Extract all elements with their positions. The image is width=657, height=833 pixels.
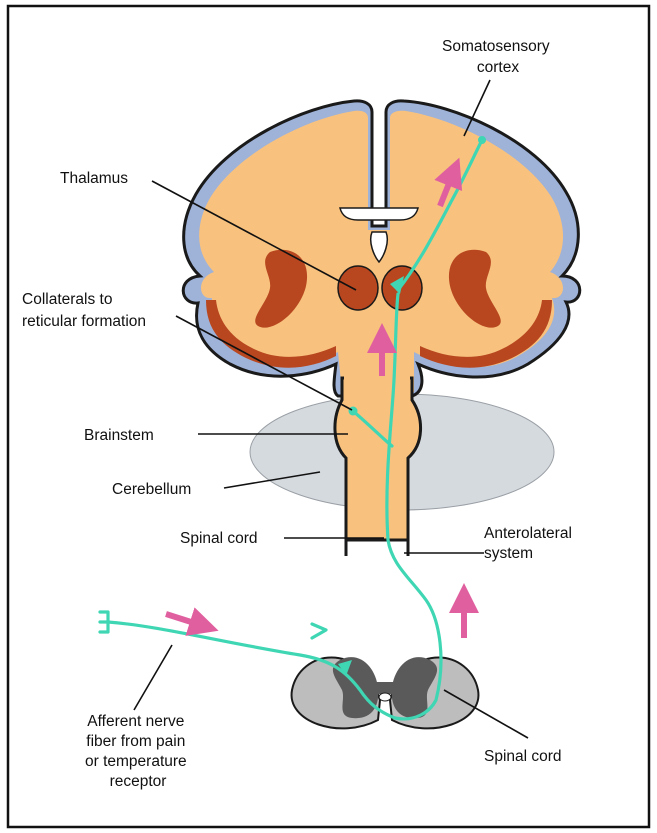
- label-brainstem: Brainstem: [84, 427, 154, 444]
- pain-pathway: [98, 136, 486, 721]
- label-somatosensory-line-1: Somatosensory: [442, 38, 550, 55]
- label-spinal-cord-upper: Spinal cord: [180, 530, 258, 547]
- synapse-dorsal-horn: [338, 660, 352, 676]
- label-collaterals-line-1: Collaterals to: [22, 291, 112, 308]
- label-anterolateral-line-2: system: [484, 545, 533, 562]
- label-thalamus: Thalamus: [60, 170, 128, 187]
- arrow-afferent: [165, 607, 219, 636]
- thalamus-left: [337, 265, 379, 311]
- basal-ganglia-left: [255, 249, 308, 328]
- cortex-lower-band-right: [420, 300, 552, 368]
- collateral-fiber: [352, 410, 394, 448]
- label-somatosensory-line-2: cortex: [477, 59, 519, 76]
- label-afferent-line-4: receptor: [110, 773, 167, 790]
- label-afferent-line-2: fiber from pain: [86, 733, 185, 750]
- spinal-cord-cross-section: [290, 656, 480, 730]
- ascending-fiber: [385, 292, 443, 721]
- thalamus-right: [381, 265, 423, 311]
- cortex-terminal: [478, 136, 486, 144]
- label-somatosensory-cortex: Somatosensory cortex: [442, 38, 554, 76]
- receptor-ending: [98, 610, 110, 634]
- cerebrum: [181, 99, 582, 556]
- label-afferent-line-1: Afferent nerve: [87, 713, 184, 730]
- fiber-arrowhead: [310, 622, 328, 640]
- third-ventricle: [369, 231, 389, 264]
- label-anterolateral-system: Anterolateral system: [484, 525, 576, 562]
- label-afferent-line-3: or temperature: [85, 753, 187, 770]
- collateral-terminal: [348, 406, 358, 416]
- label-collaterals: Collaterals to reticular formation: [22, 291, 146, 330]
- afferent-fiber: [106, 620, 397, 720]
- basal-ganglia-right: [448, 249, 501, 328]
- thalamocortical-fiber: [396, 138, 484, 292]
- label-cerebellum: Cerebellum: [112, 481, 191, 498]
- arrow-cortex: [434, 157, 463, 208]
- cortex-lower-band-left: [206, 300, 336, 368]
- label-afferent-fiber: Afferent nerve fiber from pain or temper…: [85, 713, 191, 790]
- direction-arrows: [165, 157, 479, 638]
- label-spinal-cord-lower: Spinal cord: [484, 748, 562, 765]
- synapse-thalamus: [390, 276, 404, 294]
- lateral-ventricle: [339, 207, 419, 221]
- leader-lines: [133, 79, 529, 739]
- label-anterolateral-line-1: Anterolateral: [484, 525, 572, 542]
- label-collaterals-line-2: reticular formation: [22, 313, 146, 330]
